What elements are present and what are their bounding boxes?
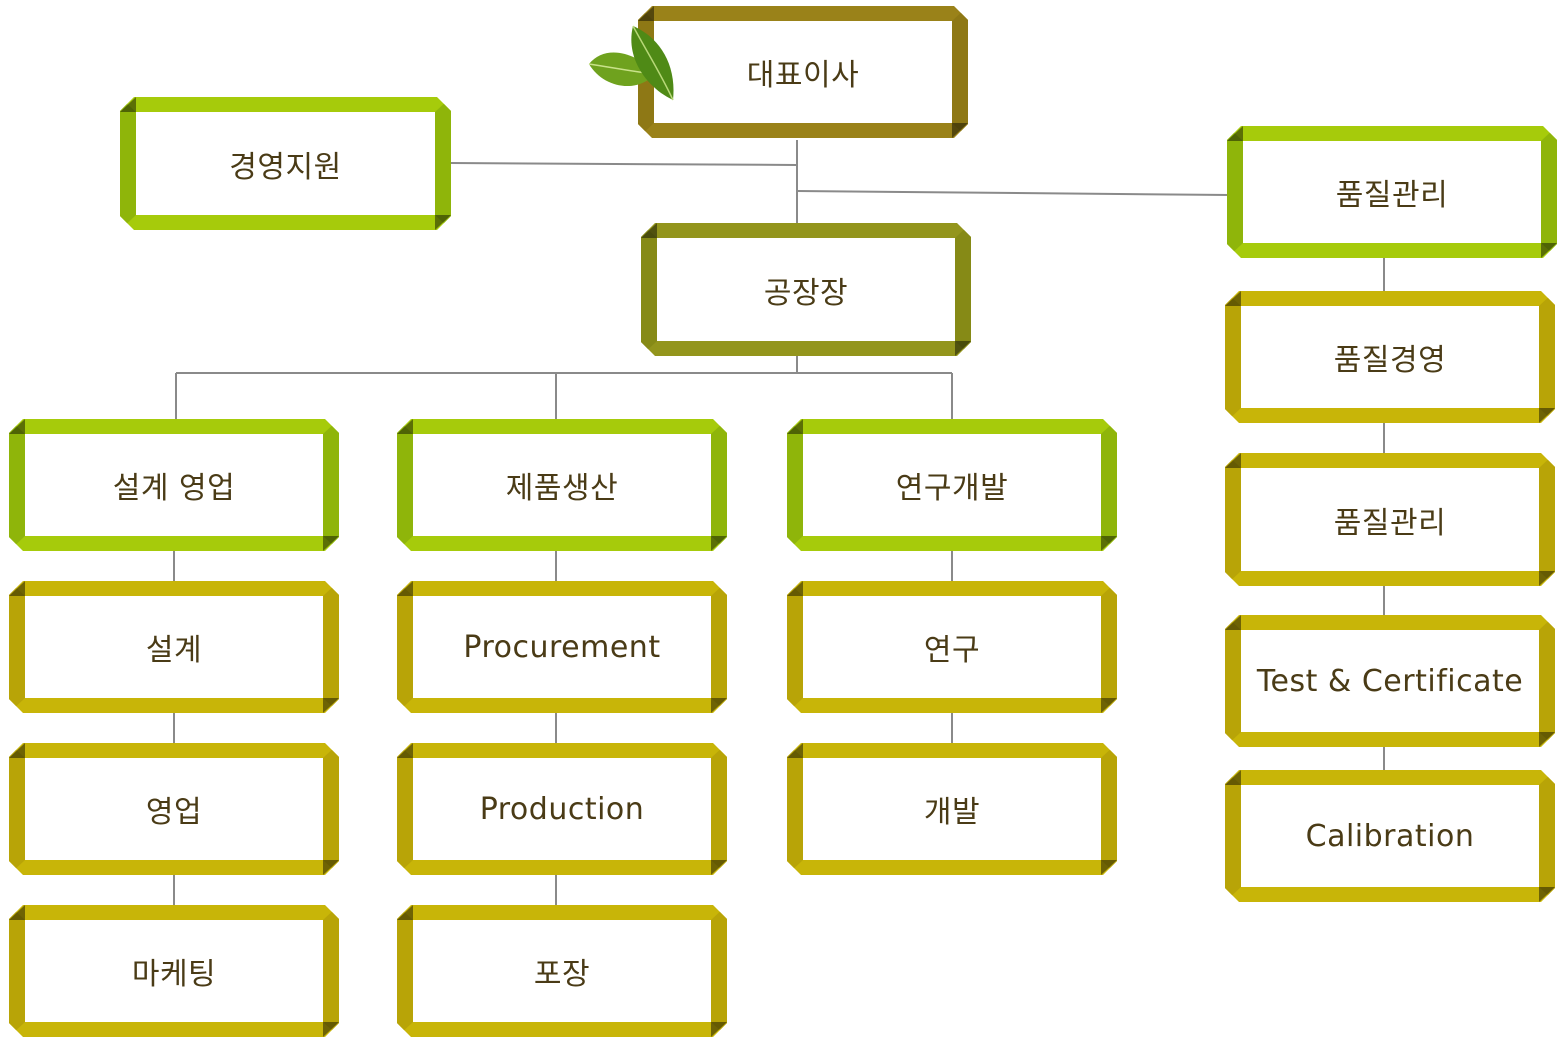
node-packaging[interactable]: 포장 <box>397 905 727 1037</box>
node-design[interactable]: 설계 <box>9 581 339 713</box>
node-test-certificate-label: Test & Certificate <box>1256 663 1524 699</box>
node-management-support[interactable]: 경영지원 <box>120 97 451 230</box>
node-procurement-label: Procurement <box>463 629 661 665</box>
node-plant-manager-label: 공장장 <box>763 275 849 311</box>
node-rnd-label: 연구개발 <box>895 471 1009 506</box>
node-design-label: 설계 <box>145 633 203 668</box>
node-packaging-label: 포장 <box>533 957 591 992</box>
node-research[interactable]: 연구 <box>787 581 1117 713</box>
node-marketing[interactable]: 마케팅 <box>9 905 339 1037</box>
node-production-label: Production <box>479 791 645 827</box>
node-production[interactable]: Production <box>397 743 727 875</box>
node-quality-management-top-label: 품질관리 <box>1335 178 1449 213</box>
node-quality-management-ops[interactable]: 품질경영 <box>1225 291 1555 423</box>
node-quality-management-top[interactable]: 품질관리 <box>1227 126 1557 258</box>
node-ceo[interactable]: 대표이사 <box>638 6 968 138</box>
node-product-production-label: 제품생산 <box>505 471 619 506</box>
node-design-sales[interactable]: 설계 영업 <box>9 419 339 551</box>
node-product-production[interactable]: 제품생산 <box>397 419 727 551</box>
node-rnd[interactable]: 연구개발 <box>787 419 1117 551</box>
node-management-support-label: 경영지원 <box>229 149 342 185</box>
node-development[interactable]: 개발 <box>787 743 1117 875</box>
node-sales-label: 영업 <box>145 795 203 830</box>
node-ceo-label: 대표이사 <box>746 58 860 93</box>
leaf-icon <box>588 25 674 101</box>
node-calibration-label: Calibration <box>1305 818 1475 854</box>
node-plant-manager[interactable]: 공장장 <box>641 223 971 356</box>
node-development-label: 개발 <box>923 795 981 830</box>
node-design-sales-label: 설계 영업 <box>112 471 236 506</box>
node-quality-control-label: 품질관리 <box>1333 505 1447 541</box>
node-quality-management-ops-label: 품질경영 <box>1333 343 1447 378</box>
node-research-label: 연구 <box>923 633 981 668</box>
node-test-certificate[interactable]: Test & Certificate <box>1225 615 1555 747</box>
node-quality-control[interactable]: 품질관리 <box>1225 453 1555 586</box>
node-calibration[interactable]: Calibration <box>1225 770 1555 902</box>
node-sales[interactable]: 영업 <box>9 743 339 875</box>
node-marketing-label: 마케팅 <box>131 957 217 992</box>
node-procurement[interactable]: Procurement <box>397 581 727 713</box>
